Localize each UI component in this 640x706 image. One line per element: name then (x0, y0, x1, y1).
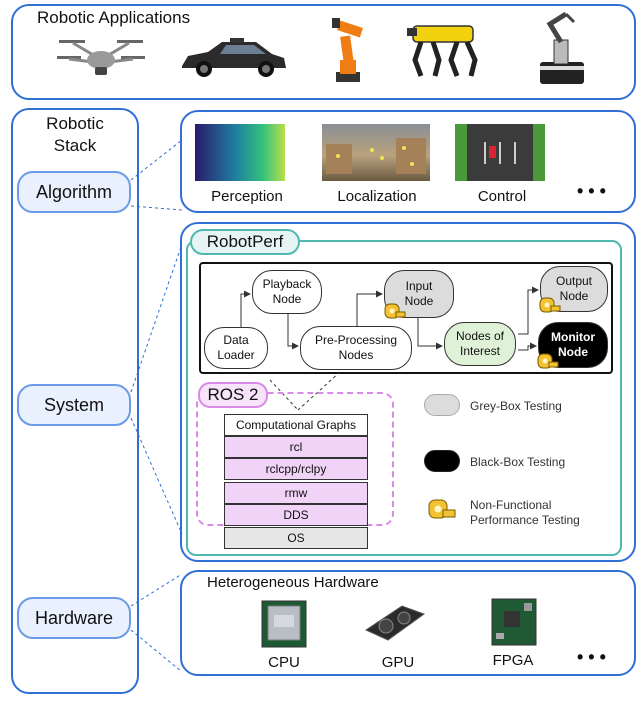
stack-level-algorithm: Algorithm (17, 171, 131, 213)
algorithms-more: • • • (577, 181, 606, 201)
autonomous-car-icon (178, 36, 290, 80)
perception-thumbnail (195, 124, 285, 181)
tape-measure-icon (428, 498, 456, 522)
legend-grey-swatch (424, 394, 460, 416)
algorithms-panel (180, 110, 636, 213)
robotperf-frame (186, 240, 622, 556)
industrial-arm-icon (326, 14, 370, 84)
legend-grey-label: Grey-Box Testing (470, 399, 562, 413)
legend-nonfunc-label-line2: Performance Testing (470, 513, 580, 527)
applications-title: Robotic Applications (37, 8, 191, 27)
robotperf-label: RobotPerf (190, 229, 300, 255)
ros-layer-rcl: rcl (224, 436, 368, 458)
hardware-label-cpu: CPU (268, 654, 300, 671)
algorithm-label-control: Control (477, 188, 527, 205)
stack-title-line1: Robotic (46, 114, 104, 133)
ros-layer-rclcpp-rclpy: rclcpp/rclpy (224, 458, 368, 480)
ros-layer-computational-graphs: Computational Graphs (224, 414, 368, 436)
stack-level-hardware: Hardware (17, 597, 131, 639)
stack-title-line2: Stack (53, 136, 97, 155)
ros-layer-dds: DDS (224, 504, 368, 526)
ros2-label: ROS 2 (198, 382, 268, 408)
cpu-icon (260, 599, 308, 649)
ros-layer-rmw: rmw (224, 482, 368, 504)
hardware-label-fpga: FPGA (492, 652, 534, 669)
gpu-icon (362, 600, 426, 648)
hardware-panel (180, 570, 636, 676)
pipeline-box (199, 262, 613, 374)
hardware-more: • • • (577, 647, 606, 667)
node-playback: Playback Node (252, 270, 322, 314)
fpga-icon (490, 597, 538, 647)
node-data-loader: Data Loader (204, 327, 268, 369)
algorithm-label-localization: Localization (337, 188, 417, 205)
tape-measure-icon (384, 302, 406, 320)
tape-measure-icon (537, 352, 559, 370)
system-panel (180, 222, 636, 562)
ros-layer-os: OS (224, 527, 368, 549)
drone-icon (55, 34, 147, 80)
quadruped-robot-icon (405, 14, 483, 82)
legend-black-swatch (424, 450, 460, 472)
stack-level-system: System (17, 384, 131, 426)
node-interest: Nodes of Interest (444, 322, 516, 366)
robotic-stack-panel (11, 108, 139, 694)
node-output: Output Node (540, 266, 608, 312)
node-preprocessing: Pre-Processing Nodes (300, 326, 412, 370)
localization-thumbnail (322, 124, 430, 181)
tape-measure-icon (539, 296, 561, 314)
legend-black-label: Black-Box Testing (470, 455, 566, 469)
hardware-label-gpu: GPU (381, 654, 415, 671)
control-thumbnail (455, 124, 545, 181)
algorithm-label-perception: Perception (211, 188, 283, 205)
applications-panel (11, 4, 636, 100)
legend-nonfunc-label-line1: Non-Functional (470, 498, 552, 512)
mobile-manipulator-icon (536, 10, 588, 86)
hardware-title: Heterogeneous Hardware (207, 574, 379, 591)
